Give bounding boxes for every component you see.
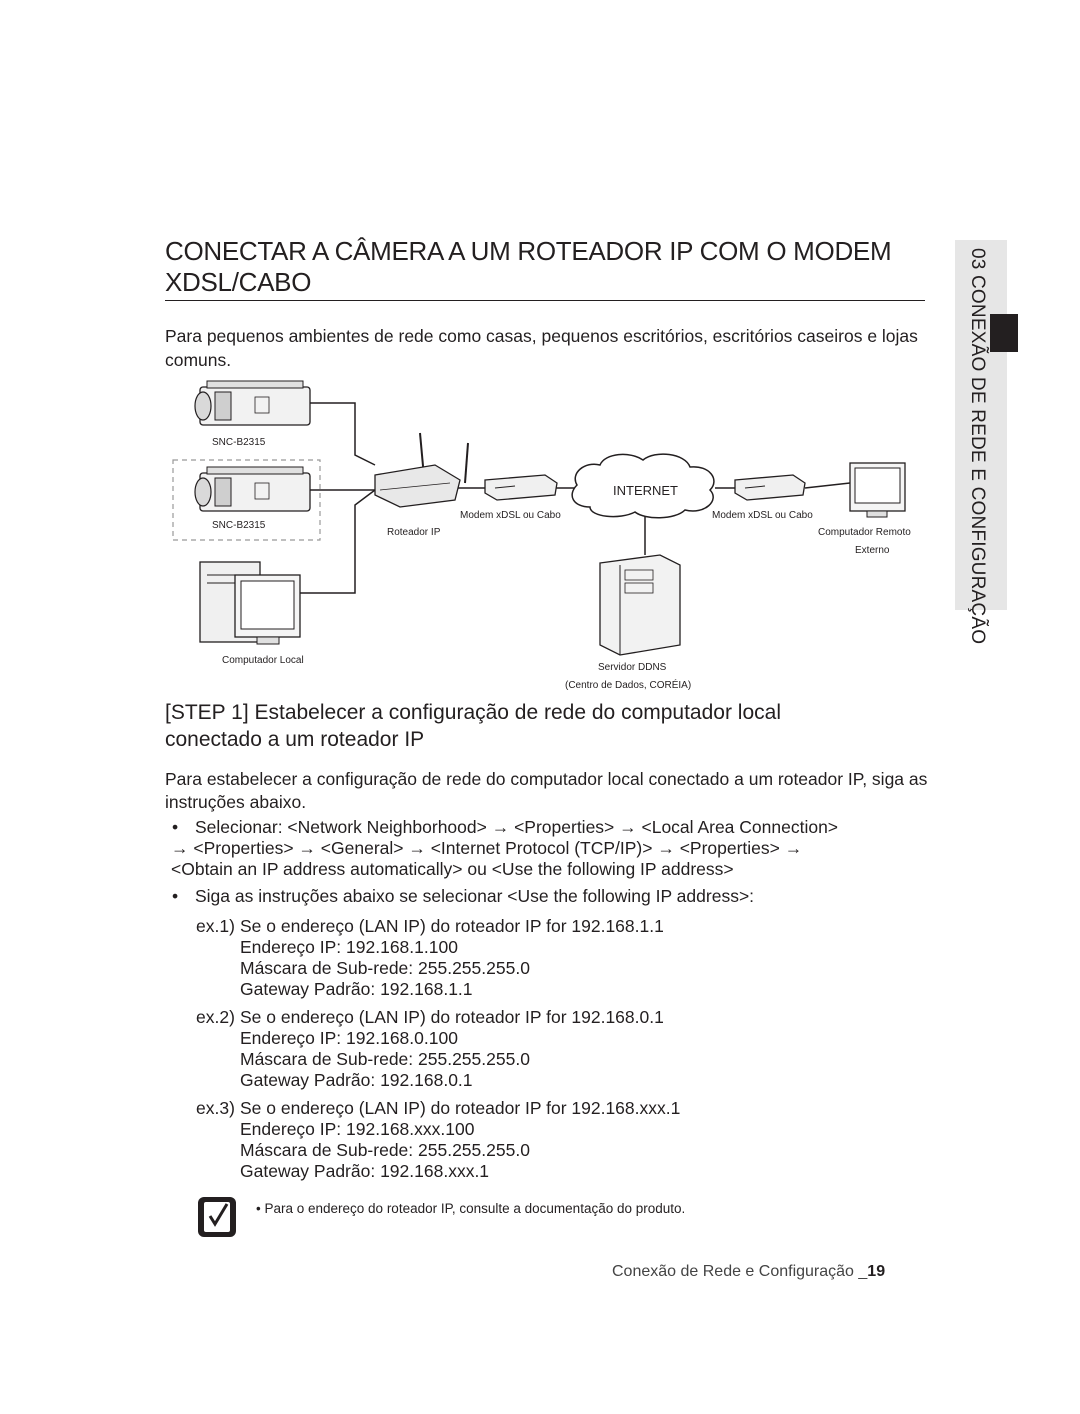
- bullet-dot: •: [172, 886, 179, 906]
- example-3-line-4: Gateway Padrão: 192.168.xxx.1: [240, 1161, 490, 1181]
- local-computer-icon: [199, 561, 301, 645]
- remote-computer-icon: [849, 462, 906, 518]
- chapter-marker-block: [990, 314, 1018, 352]
- title-line-2: XDSL/CABO: [165, 267, 312, 297]
- router-label: Roteador IP: [387, 527, 441, 538]
- modem-right-label: Modem xDSL ou Cabo: [712, 510, 813, 521]
- modem-right-icon: [734, 474, 806, 501]
- bullet-2-text: Siga as instruções abaixo se selecionar …: [195, 886, 755, 906]
- page-footer: Conexão de Rede e Configuração _19: [612, 1263, 885, 1281]
- title-line-1: CONECTAR A CÂMERA A UM ROTEADOR IP COM O…: [165, 236, 892, 266]
- camera-2-label: SNC-B2315: [212, 520, 266, 531]
- step-1-heading: [STEP 1] Estabelecer a configuração de r…: [165, 699, 905, 753]
- connection-lines: [270, 402, 851, 594]
- ddns-server-icon: [599, 554, 681, 656]
- example-2-label: ex.2): [196, 1007, 235, 1027]
- page-title: CONECTAR A CÂMERA A UM ROTEADOR IP COM O…: [165, 236, 925, 298]
- example-3-line-2: Endereço IP: 192.168.xxx.100: [240, 1119, 475, 1139]
- example-1-label: ex.1): [196, 916, 235, 936]
- note-text: • Para o endereço do roteador IP, consul…: [256, 1201, 686, 1216]
- modem-left-icon: [484, 474, 558, 501]
- camera-1-label: SNC-B2315: [212, 437, 266, 448]
- step-1-heading-line-2: conectado a um roteador IP: [165, 728, 425, 751]
- bullet-1-line-3: <Obtain an IP address automatically> ou …: [171, 859, 734, 879]
- network-diagram: SNC-B2315 SNC-B2315 Computador Local Rot…: [172, 380, 911, 691]
- bullet-1-line-2: → <Properties> → <General> → <Internet P…: [171, 838, 803, 858]
- camera-2-frame: [172, 459, 321, 541]
- local-computer-label: Computador Local: [222, 655, 304, 666]
- note-icon: [198, 1197, 236, 1237]
- remote-computer-label-1: Computador Remoto: [818, 527, 911, 538]
- bullet-1-text: Selecionar: <Network Neighborhood> → <Pr…: [171, 817, 925, 880]
- example-3-line-3: Máscara de Sub-rede: 255.255.255.0: [240, 1140, 530, 1160]
- chapter-side-label: 03 CONEXÃO DE REDE E CONFIGURAÇÃO: [967, 248, 988, 645]
- ddns-label-1: Servidor DDNS: [598, 662, 667, 673]
- example-3-line-1: Se o endereço (LAN IP) do roteador IP fo…: [240, 1098, 681, 1118]
- example-2-line-4: Gateway Padrão: 192.168.0.1: [240, 1070, 473, 1090]
- bullet-dot: •: [172, 817, 179, 837]
- example-1-line-3: Máscara de Sub-rede: 255.255.255.0: [240, 958, 530, 978]
- step-1-heading-line-1: [STEP 1] Estabelecer a configuração de r…: [165, 701, 781, 724]
- ddns-label-2: (Centro de Dados, CORÉIA): [565, 678, 691, 691]
- internet-cloud-icon: [571, 453, 715, 519]
- bullet-1: • Selecionar: <Network Neighborhood> → <…: [171, 817, 932, 883]
- remote-computer-label-2: Externo: [855, 545, 890, 556]
- title-divider: [165, 300, 925, 301]
- intro-paragraph: Para pequenos ambientes de rede como cas…: [165, 326, 918, 370]
- example-2-line-3: Máscara de Sub-rede: 255.255.255.0: [240, 1049, 530, 1069]
- example-1-line-1: Se o endereço (LAN IP) do roteador IP fo…: [240, 916, 664, 936]
- modem-left-label: Modem xDSL ou Cabo: [460, 510, 561, 521]
- example-1-line-2: Endereço IP: 192.168.1.100: [240, 937, 458, 957]
- example-2-line-2: Endereço IP: 192.168.0.100: [240, 1028, 458, 1048]
- bullet-2: • Siga as instruções abaixo se seleciona…: [172, 886, 932, 908]
- router-icon: [374, 432, 469, 508]
- internet-label: INTERNET: [613, 483, 678, 498]
- example-2-line-1: Se o endereço (LAN IP) do roteador IP fo…: [240, 1007, 664, 1027]
- footer-text: Conexão de Rede e Configuração _: [612, 1263, 868, 1280]
- bullet-1-line-1: Selecionar: <Network Neighborhood> → <Pr…: [195, 817, 839, 837]
- chapter-side-tab: [955, 240, 1007, 610]
- step-1-paragraph: Para estabelecer a configuração de rede …: [165, 769, 928, 812]
- example-1-line-4: Gateway Padrão: 192.168.1.1: [240, 979, 473, 999]
- page-number: 19: [867, 1263, 886, 1280]
- camera-2-icon: [194, 466, 311, 512]
- example-3-label: ex.3): [196, 1098, 235, 1118]
- camera-1-icon: [194, 380, 311, 426]
